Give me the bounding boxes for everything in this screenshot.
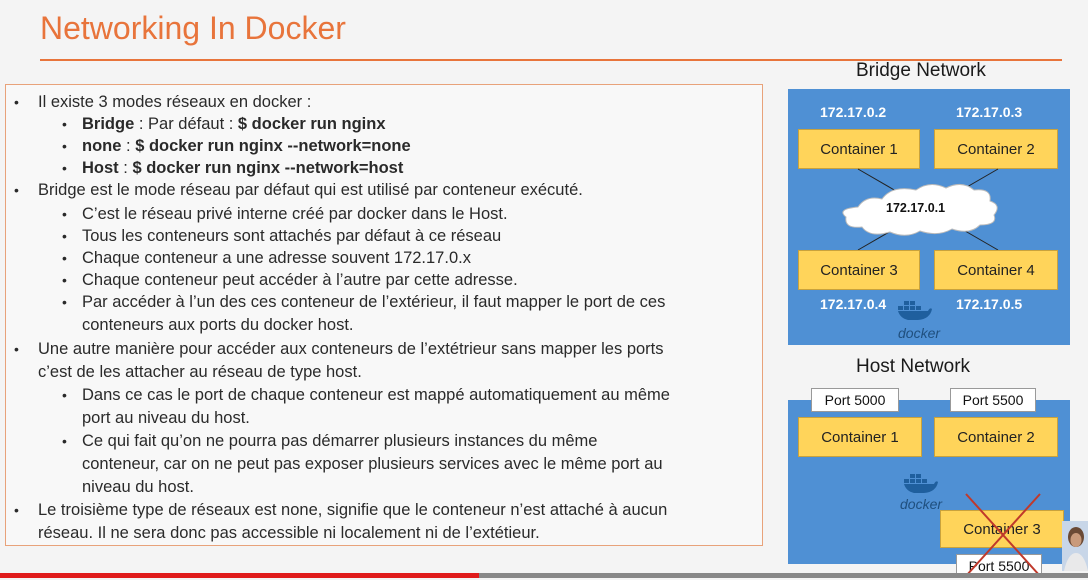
gateway-cloud-label: 172.17.0.1 (886, 201, 946, 215)
ip-label: 172.17.0.3 (956, 104, 1023, 120)
text-line: Par accéder à l’un des ces conteneur de … (82, 293, 666, 311)
bridge-links (842, 168, 999, 251)
docker-whale-icon (904, 474, 938, 493)
bullet-icon: • (14, 94, 19, 110)
ip-label: 172.17.0.2 (820, 104, 887, 120)
text-line: conteneurs aux ports du docker host. (82, 316, 354, 334)
bullet-icon: • (62, 138, 67, 154)
bullet-icon: • (62, 433, 67, 449)
docker-logo-text: docker (900, 496, 943, 512)
bullet-icon: • (62, 160, 67, 176)
container-2: Container 2 (934, 417, 1058, 457)
mode-desc: : (121, 137, 136, 155)
text-line: Ce qui fait qu’on ne pourra pas démarrer… (82, 432, 598, 450)
text-line: niveau du host. (82, 478, 194, 496)
progress-fill (0, 573, 479, 578)
bullet-icon: • (62, 272, 67, 288)
mode-name: Host (82, 159, 119, 177)
host-network-title: Host Network (856, 356, 971, 377)
slide-title: Networking In Docker (40, 10, 346, 46)
text-line: réseau. Il ne sera donc pas accessible n… (38, 524, 540, 542)
ip-label: 172.17.0.4 (820, 296, 887, 312)
mode-name: Bridge (82, 115, 135, 133)
container-1: Container 1 (798, 129, 920, 169)
bullet-icon: • (14, 341, 19, 357)
main-text-box: • Il existe 3 modes réseaux en docker : … (5, 84, 763, 546)
bullet-icon: • (62, 206, 67, 222)
mode-none-line: none : $ docker run nginx --network=none (82, 136, 411, 156)
text-line: Une autre manière pour accéder aux conte… (38, 340, 664, 358)
host-network-box: Container 1 Container 2 docker Container… (788, 400, 1070, 564)
bullet-icon: • (62, 250, 67, 266)
mode-name: none (82, 137, 122, 155)
video-progress-bar[interactable] (0, 573, 1088, 578)
presenter-avatar (1062, 521, 1088, 571)
bullet-icon: • (14, 502, 19, 518)
title-underline (40, 59, 1062, 61)
text-line: Il existe 3 modes réseaux en docker : (38, 93, 312, 111)
docker-whale-icon (898, 301, 932, 320)
text-line: Chaque conteneur peut accéder à l’autre … (82, 271, 518, 289)
red-x-icon (965, 493, 1041, 577)
container-4: Container 4 (934, 250, 1058, 290)
text-line: port au niveau du host. (82, 409, 250, 427)
bridge-network-title: Bridge Network (856, 60, 986, 81)
container-2: Container 2 (934, 129, 1058, 169)
mode-command: $ docker run nginx --network=host (132, 159, 404, 177)
mode-desc: : (118, 159, 133, 177)
ip-label: 172.17.0.5 (956, 296, 1023, 312)
text-line: c’est de les attacher au réseau de type … (38, 363, 362, 381)
bullet-icon: • (62, 228, 67, 244)
text-line: Le troisième type de réseaux est none, s… (38, 501, 668, 519)
bridge-network-box: 172.17.0.2 172.17.0.3 Container 1 Contai… (788, 89, 1070, 345)
text-line: Dans ce cas le port de chaque conteneur … (82, 386, 670, 404)
text-line: conteneur, car on ne peut pas exposer pl… (82, 455, 663, 473)
bullet-icon: • (14, 182, 19, 198)
container-3: Container 3 (798, 250, 920, 290)
text-line: C’est le réseau privé interne créé par d… (82, 205, 508, 223)
mode-host-line: Host : $ docker run nginx --network=host (82, 158, 403, 178)
text-line: Chaque conteneur a une adresse souvent 1… (82, 249, 471, 267)
container-1: Container 1 (798, 417, 922, 457)
docker-logo-text: docker (898, 325, 941, 341)
bullet-icon: • (62, 294, 67, 310)
port-label: Port 5500 (950, 388, 1036, 412)
mode-bridge-line: Bridge : Par défaut : $ docker run nginx (82, 114, 386, 134)
bullet-icon: • (62, 116, 67, 132)
container-3: Container 3 (940, 510, 1064, 548)
text-line: Tous les conteneurs sont attachés par dé… (82, 227, 502, 245)
mode-desc: : Par défaut : (134, 115, 238, 133)
mode-command: $ docker run nginx (237, 115, 386, 133)
mode-command: $ docker run nginx --network=none (135, 137, 411, 155)
text-line: Bridge est le mode réseau par défaut qui… (38, 181, 583, 199)
port-label: Port 5000 (811, 388, 899, 412)
bullet-icon: • (62, 387, 67, 403)
